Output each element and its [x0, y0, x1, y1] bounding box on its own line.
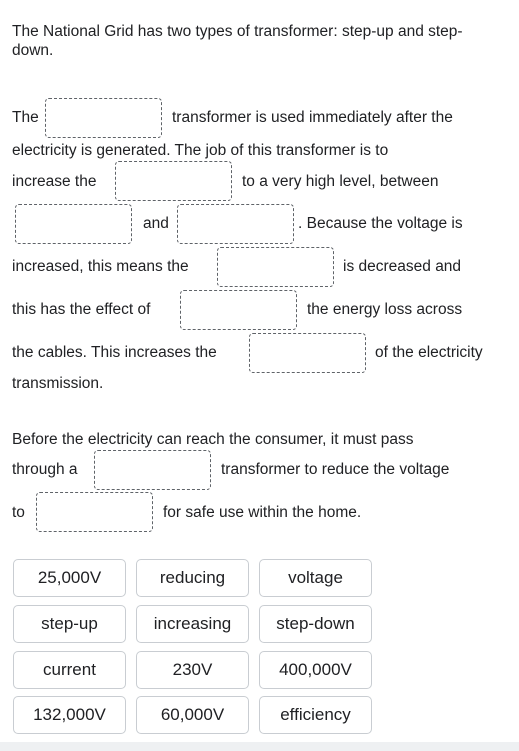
- text-the: The: [12, 109, 39, 126]
- word-tile-230v[interactable]: 230V: [136, 651, 249, 689]
- word-tile-step-up[interactable]: step-up: [13, 605, 126, 643]
- intro-text: The National Grid has two types of trans…: [12, 23, 463, 59]
- drop-zone-7[interactable]: [249, 333, 366, 373]
- word-tile-voltage[interactable]: voltage: [259, 559, 372, 597]
- text-because: . Because the voltage is: [298, 215, 463, 232]
- word-tile-132000v[interactable]: 132,000V: [13, 696, 126, 734]
- drop-zone-3[interactable]: [15, 204, 132, 244]
- text-through-a: through a: [12, 461, 78, 478]
- text-before: Before the electricity can reach the con…: [12, 431, 414, 448]
- text-and: and: [143, 215, 169, 232]
- word-tile-increasing[interactable]: increasing: [136, 605, 249, 643]
- bottom-bar: [0, 742, 519, 751]
- text-line2: electricity is generated. The job of thi…: [12, 142, 389, 159]
- drop-zone-2[interactable]: [115, 161, 232, 201]
- text-transmission: transmission.: [12, 375, 104, 392]
- drop-zone-1[interactable]: [45, 98, 162, 138]
- text-increase-the: increase the: [12, 173, 97, 190]
- text-energy-loss: the energy loss across: [307, 301, 463, 318]
- drop-zone-4[interactable]: [177, 204, 294, 244]
- word-tile-400000v[interactable]: 400,000V: [259, 651, 372, 689]
- word-tile-reducing[interactable]: reducing: [136, 559, 249, 597]
- text-effect-of: this has the effect of: [12, 301, 151, 318]
- drop-zone-5[interactable]: [217, 247, 334, 287]
- drop-zone-8[interactable]: [94, 450, 211, 490]
- drop-zone-6[interactable]: [180, 290, 297, 330]
- word-tile-current[interactable]: current: [13, 651, 126, 689]
- text-safe-use: for safe use within the home.: [163, 504, 362, 521]
- word-tile-60000v[interactable]: 60,000V: [136, 696, 249, 734]
- word-tile-25000v[interactable]: 25,000V: [13, 559, 126, 597]
- text-is-decreased: is decreased and: [343, 258, 462, 275]
- text-cables-increases: the cables. This increases the: [12, 344, 217, 361]
- word-tile-step-down[interactable]: step-down: [259, 605, 372, 643]
- text-to-very-high: to a very high level, between: [242, 173, 439, 190]
- text-of-electricity: of the electricity: [375, 344, 483, 361]
- drop-zone-9[interactable]: [36, 492, 153, 532]
- text-reduce-voltage: transformer to reduce the voltage: [221, 461, 450, 478]
- word-tile-efficiency[interactable]: efficiency: [259, 696, 372, 734]
- text-after-blank1: transformer is used immediately after th…: [172, 109, 453, 126]
- text-increased-means: increased, this means the: [12, 258, 189, 275]
- text-to: to: [12, 504, 25, 521]
